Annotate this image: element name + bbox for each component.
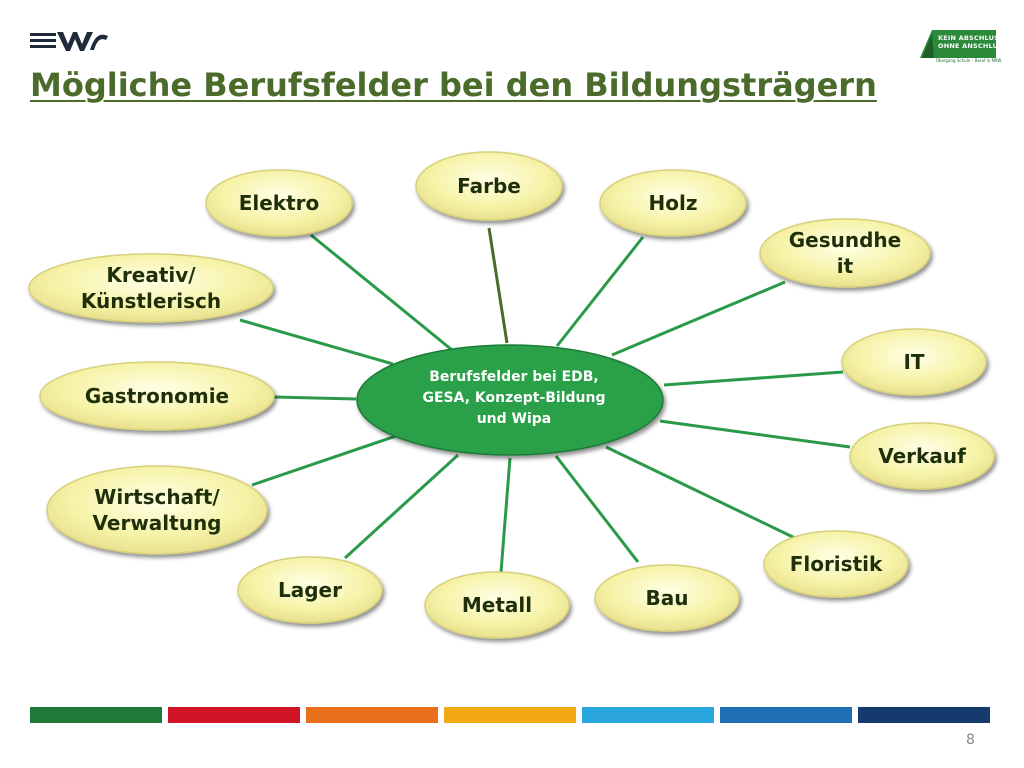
field-bubble: Floristik xyxy=(763,530,909,598)
color-bar-segment xyxy=(444,707,576,723)
center-hub: Berufsfelder bei EDB, GESA, Konzept-Bildu… xyxy=(356,344,664,456)
bubble-label: Lager xyxy=(278,578,342,602)
bubble-shape xyxy=(46,465,268,555)
field-bubble: Holz xyxy=(599,169,747,237)
connector-line xyxy=(251,434,397,487)
field-bubble: Lager xyxy=(237,556,383,624)
bubble-shape xyxy=(849,422,995,490)
color-bar-segment xyxy=(720,707,852,723)
bubble-label: Gastronomie xyxy=(85,384,229,408)
connector-line xyxy=(663,370,844,387)
field-bubble: IT xyxy=(841,328,987,396)
connector-line xyxy=(487,227,509,344)
bubble-shape xyxy=(763,530,909,598)
bubble-shape xyxy=(759,218,931,288)
connector-line xyxy=(499,457,512,573)
bubble-shape xyxy=(39,361,275,431)
bubble-shape xyxy=(424,571,570,639)
hub-shape xyxy=(356,344,664,456)
bubble-label: Gesundhe xyxy=(789,228,901,252)
bubble-label: it xyxy=(837,254,854,278)
bubble-shape xyxy=(594,564,740,632)
bubble-label: Farbe xyxy=(457,174,521,198)
bubble-label: Verkauf xyxy=(878,444,966,468)
field-bubble: Metall xyxy=(424,571,570,639)
bubble-shape xyxy=(599,169,747,237)
field-bubble: Farbe xyxy=(415,151,563,221)
bubble-label: Elektro xyxy=(239,191,320,215)
bubble-label: Holz xyxy=(649,191,698,215)
page-title: Mögliche Berufsfelder bei den Bildungstr… xyxy=(30,66,877,104)
bubble-label: Künstlerisch xyxy=(81,289,221,313)
color-bar-segment xyxy=(858,707,990,723)
organization-logo xyxy=(30,32,108,51)
bubble-shape xyxy=(237,556,383,624)
footer-color-bar xyxy=(30,707,994,723)
badge-line-1: KEIN ABSCHLUSS xyxy=(938,34,1004,42)
badge-subline: Übergang Schule – Beruf in NRW xyxy=(936,58,1002,63)
connector-lines xyxy=(239,227,851,573)
field-bubble: Kreativ/Künstlerisch xyxy=(28,253,274,323)
hub-label: GESA, Konzept-Bildung xyxy=(422,390,605,406)
page-number: 8 xyxy=(966,732,975,748)
color-bar-segment xyxy=(30,707,162,723)
bubble-label: Wirtschaft/ xyxy=(94,485,220,509)
bubble-label: Floristik xyxy=(790,552,883,576)
field-bubble: Gastronomie xyxy=(39,361,275,431)
connector-line xyxy=(605,445,798,541)
connector-line xyxy=(554,455,640,563)
bubble-label: Metall xyxy=(462,593,532,617)
field-bubble: Verkauf xyxy=(849,422,995,490)
badge-line-2: OHNE ANSCHLUSS xyxy=(938,42,1008,50)
bubble-label: Kreativ/ xyxy=(106,263,196,287)
bubble-label: Verwaltung xyxy=(93,511,222,535)
bubble-label: Bau xyxy=(646,586,689,610)
connector-line xyxy=(239,318,394,366)
connector-line xyxy=(611,280,786,357)
field-bubble: Elektro xyxy=(205,169,353,237)
hub-label: und Wipa xyxy=(477,411,552,427)
field-bubble: Bau xyxy=(594,564,740,632)
badge-shape xyxy=(920,30,996,63)
field-bubble: Wirtschaft/Verwaltung xyxy=(46,465,268,555)
color-bar-segment xyxy=(306,707,438,723)
bubble-shape xyxy=(205,169,353,237)
bubble-label: IT xyxy=(903,350,924,374)
hub-label: Berufsfelder bei EDB, xyxy=(429,369,599,385)
bubble-shape xyxy=(841,328,987,396)
connector-line xyxy=(659,419,851,449)
connector-line xyxy=(310,233,453,352)
bubble-shape xyxy=(415,151,563,221)
connector-line xyxy=(273,395,357,401)
color-bar-segment xyxy=(582,707,714,723)
connector-line xyxy=(555,236,645,347)
bubble-shape xyxy=(28,253,274,323)
color-bar-segment xyxy=(168,707,300,723)
kein-abschluss-logo: KEIN ABSCHLUSS OHNE ANSCHLUSS Übergang S… xyxy=(918,28,1007,64)
connector-line xyxy=(343,453,460,560)
